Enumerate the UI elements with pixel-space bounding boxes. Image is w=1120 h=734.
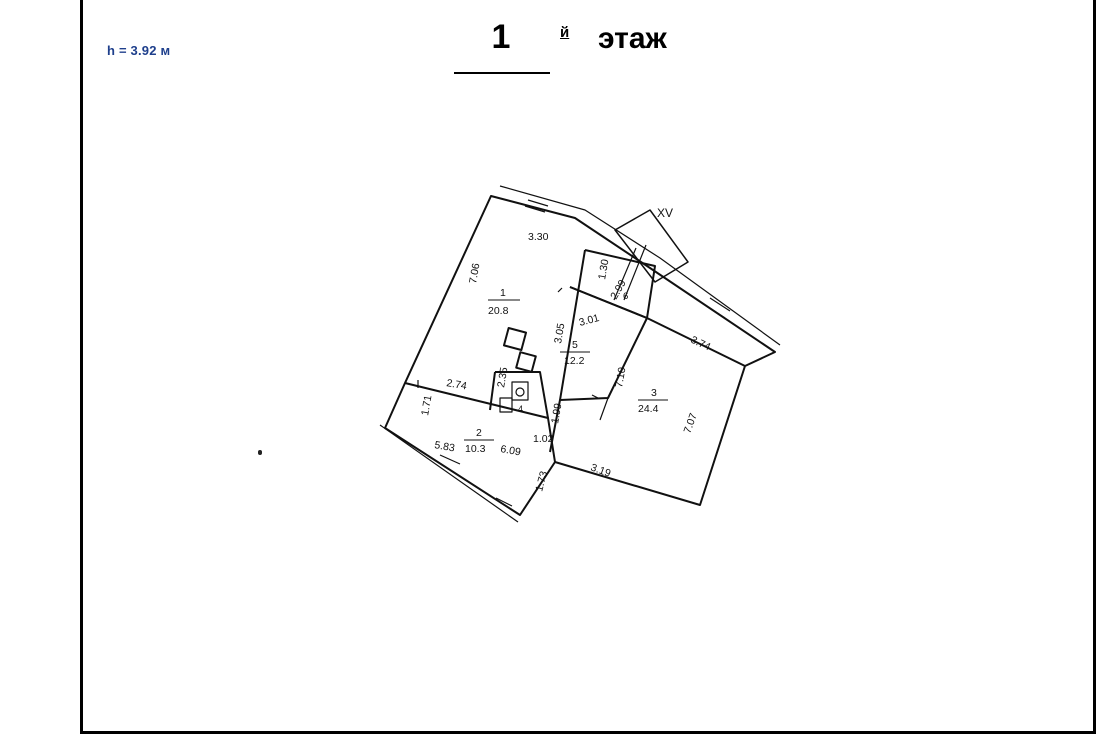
room-number: 3 — [651, 387, 657, 399]
floor-word: этаж — [598, 22, 667, 55]
wall-bath — [489, 371, 549, 419]
room-number: 5 — [572, 339, 578, 351]
outer-wall-line — [379, 424, 519, 523]
section-line — [613, 244, 647, 301]
section-label: XV — [657, 206, 673, 220]
wall-room1-east — [559, 249, 586, 401]
bathroom-fixture — [511, 381, 529, 401]
window-mark — [524, 199, 549, 213]
toilet-icon — [515, 387, 525, 397]
room-area: 12.2 — [564, 355, 585, 367]
partition — [599, 397, 609, 421]
window-mark — [439, 454, 513, 507]
ventilation-shaft — [502, 326, 528, 352]
ventilation-shaft — [515, 351, 537, 373]
dimension-label: 3.05 — [552, 322, 567, 344]
ink-speck — [258, 450, 262, 455]
floor-number-underline — [454, 72, 550, 74]
wall-room3 — [646, 317, 746, 367]
window-mark — [704, 297, 731, 319]
outer-wall-line — [499, 185, 781, 346]
plan-outline — [384, 195, 776, 516]
dimension-label: 5.83 — [433, 439, 455, 454]
room-number: 1 — [500, 287, 506, 299]
dimension-label: 7.07 — [682, 412, 700, 435]
dimension-label: 3.30 — [528, 231, 549, 243]
dimension-label: 3.01 — [578, 312, 601, 329]
sink-fixture — [499, 397, 513, 413]
dimension-label: 7.06 — [467, 262, 482, 284]
dimension-label: 6.09 — [499, 443, 521, 458]
dimension-label: 1.99 — [549, 402, 564, 424]
room-area: 20.8 — [488, 305, 509, 317]
floor-number: 1 — [491, 18, 511, 56]
room-number: 4 — [518, 404, 523, 414]
dimension-label: 1.30 — [596, 258, 611, 280]
ceiling-height-label: h = 3.92 м — [107, 43, 171, 58]
room-area: 10.3 — [465, 443, 486, 455]
dimension-label: 2.74 — [445, 377, 467, 392]
room-number: 2 — [476, 427, 482, 439]
dimension-label: 1.73 — [533, 470, 550, 493]
dimension-label: 2.35 — [495, 366, 510, 388]
dimension-label: 1.71 — [419, 394, 434, 416]
room-number: 6 — [623, 291, 628, 302]
section-box — [614, 209, 689, 283]
door-tick — [417, 287, 599, 399]
room-area: 24.4 — [638, 403, 659, 415]
dimension-label: 3.74 — [689, 334, 713, 354]
dimension-label: 3.19 — [589, 462, 612, 480]
dimension-label: 1.02 — [533, 433, 554, 445]
dimension-label: 7.10 — [613, 366, 628, 388]
floor-ordinal-suffix: й — [560, 24, 570, 41]
